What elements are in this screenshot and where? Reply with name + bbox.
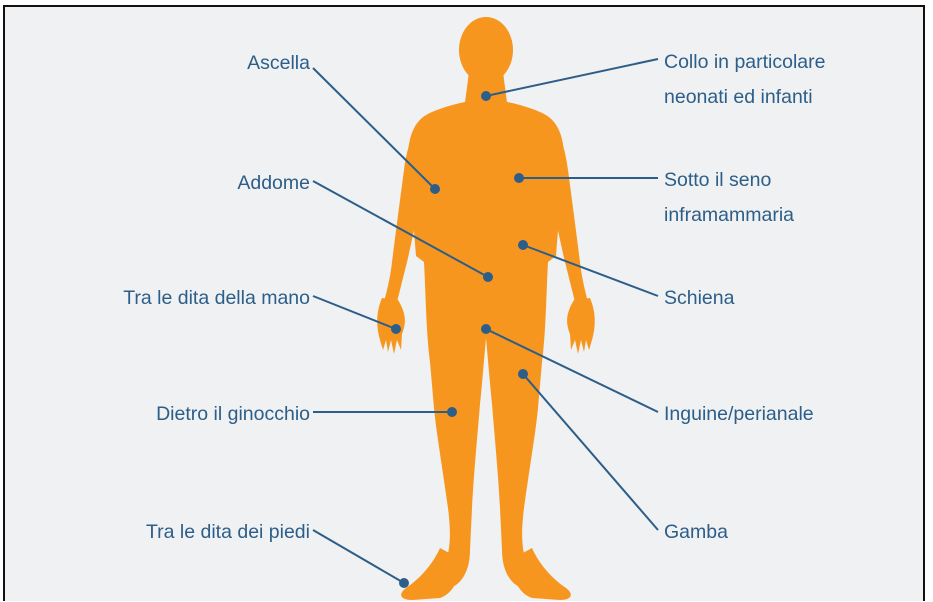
leader-gamba (523, 374, 658, 530)
label-schiena: Schiena (664, 287, 735, 309)
dot-gamba (518, 369, 528, 379)
dot-seno (514, 173, 524, 183)
label-ginocchio: Dietro il ginocchio (156, 403, 310, 425)
label-seno-line2: inframammaria (664, 204, 794, 226)
dot-ascella (430, 184, 440, 194)
label-inguine: Inguine/perianale (664, 403, 814, 425)
label-dita-mano: Tra le dita della mano (123, 287, 310, 309)
label-gamba: Gamba (664, 521, 728, 543)
label-dita-piedi: Tra le dita dei piedi (146, 521, 310, 543)
label-addome: Addome (237, 172, 310, 194)
dot-addome (483, 272, 493, 282)
right-hand-shape (567, 298, 595, 354)
dot-ginocchio (447, 407, 457, 417)
dot-schiena (518, 240, 528, 250)
label-collo-line1: Collo in particolare (664, 51, 826, 73)
leader-dita-piedi (313, 530, 404, 583)
right-foot-shape (510, 548, 571, 600)
dot-dita-mano (391, 324, 401, 334)
label-collo-line2: neonati ed infanti (664, 86, 813, 108)
torso-legs-shape (408, 98, 565, 590)
human-body-silhouette (377, 17, 595, 600)
left-foot-shape (401, 548, 462, 600)
dot-collo (481, 91, 491, 101)
label-ascella: Ascella (247, 52, 310, 74)
dot-inguine (481, 324, 491, 334)
leader-collo (486, 59, 658, 96)
label-seno-line1: Sotto il seno (664, 169, 771, 191)
dot-dita-piedi (399, 578, 409, 588)
